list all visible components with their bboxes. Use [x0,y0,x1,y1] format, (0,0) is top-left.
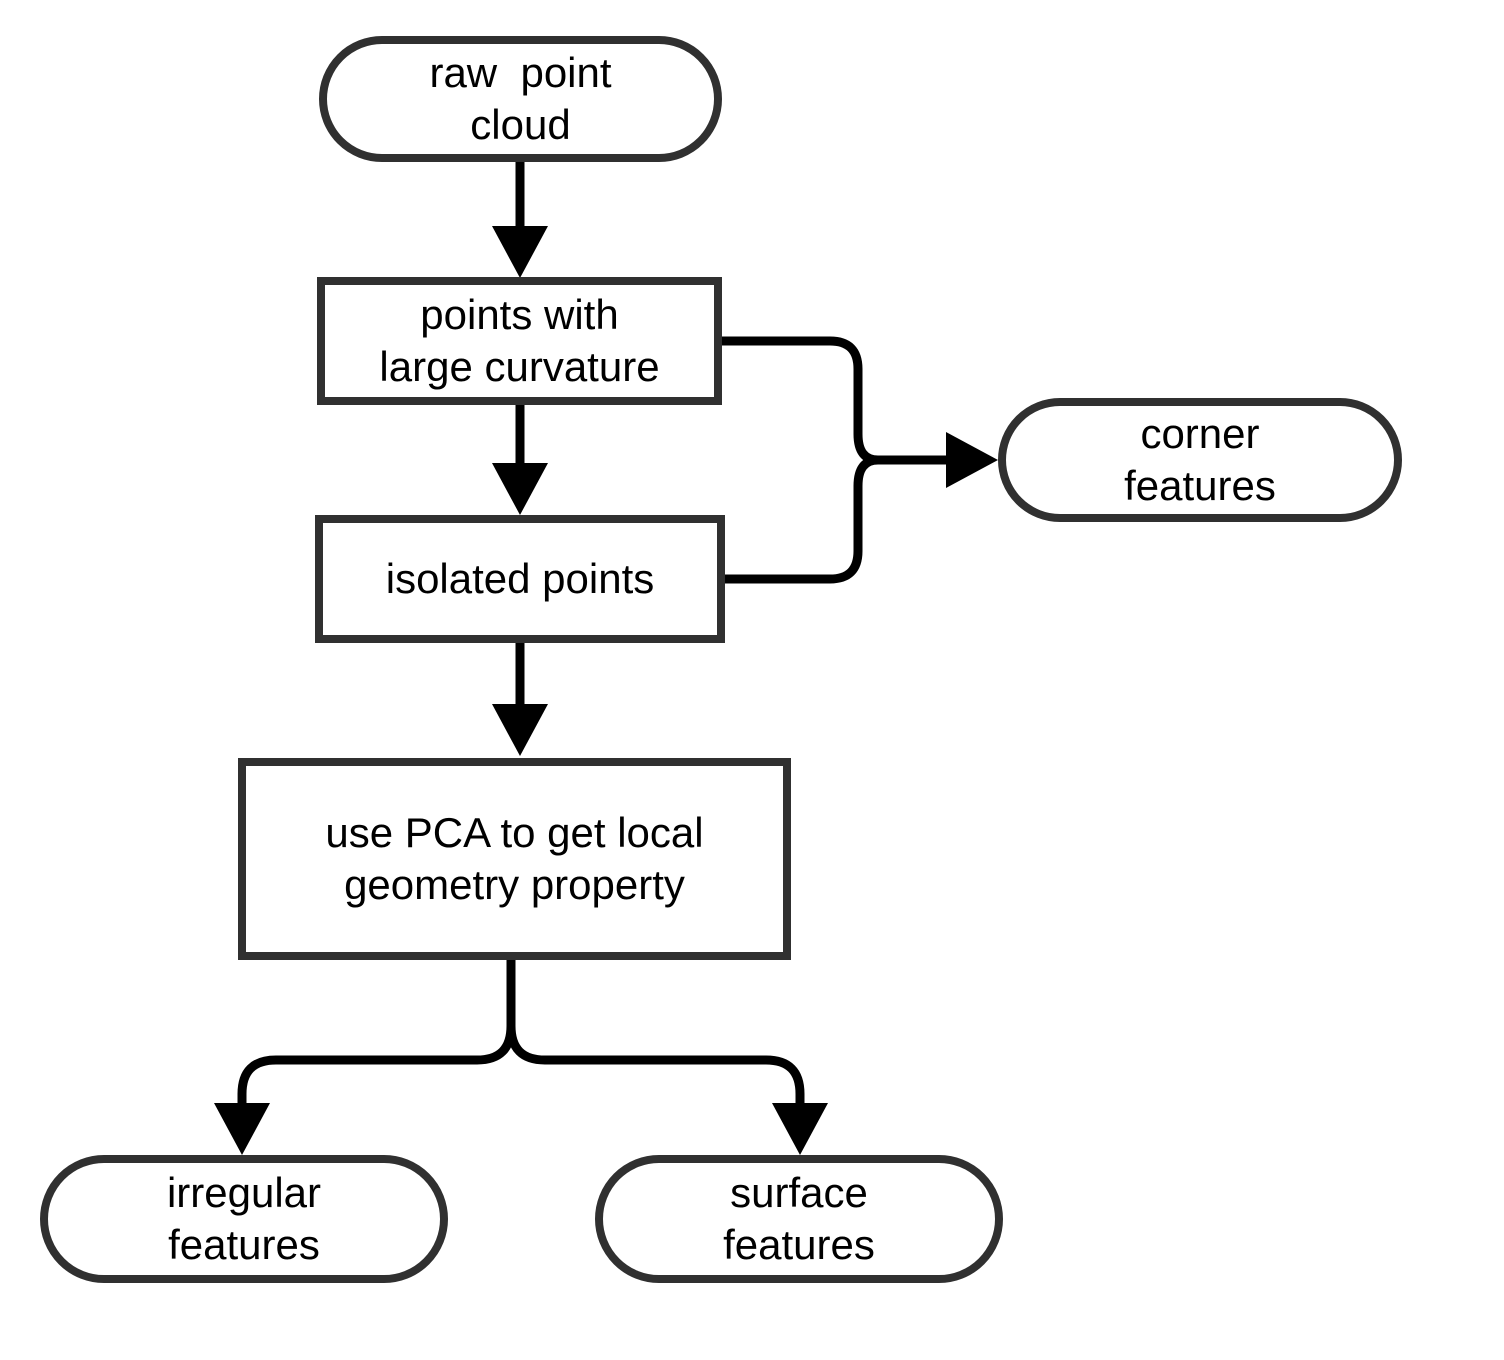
node-corner-features-label: corner features [1124,409,1276,509]
node-isolated-points: isolated points [315,515,725,643]
edge-pca-to-irregular-line [237,960,516,1104]
edge-curvature-to-corner [722,336,879,465]
node-surface-features-label: surface features [723,1168,875,1268]
node-use-pca: use PCA to get local geometry property [238,758,791,960]
edge-isolated-to-corner-line [725,455,879,584]
edge-pca-to-surface-arrowhead [772,1103,828,1155]
edge-pca-to-surface-line [506,960,805,1104]
edge-curvature-to-corner-line [722,336,879,465]
edge-curvature-to-isolated-arrowhead [492,463,548,515]
edge-raw-to-curvature [492,160,548,278]
edge-pca-to-irregular [214,960,516,1155]
node-use-pca-label: use PCA to get local geometry property [325,808,704,908]
node-corner-features: corner features [998,398,1402,522]
node-raw-point-cloud-label: raw point cloud [429,48,612,148]
node-raw-point-cloud: raw point cloud [319,36,722,162]
edge-curvature-to-isolated [492,405,548,515]
node-isolated-points-label: isolated points [385,554,655,602]
edge-merge-to-corner-arrow [878,432,998,488]
edge-pca-to-surface [506,960,828,1155]
edge-pca-to-irregular-arrowhead [214,1103,270,1155]
edge-isolated-to-pca [492,643,548,756]
node-points-with-large-curvature: points with large curvature [317,277,722,405]
node-surface-features: surface features [595,1155,1003,1283]
edge-isolated-to-pca-arrowhead [492,704,548,756]
node-irregular-features-label: irregular features [166,1168,322,1268]
node-irregular-features: irregular features [40,1155,448,1283]
edge-isolated-to-corner [725,455,879,584]
node-points-with-large-curvature-label: points with large curvature [379,290,660,390]
edge-raw-to-curvature-arrowhead [492,226,548,278]
edge-merge-to-corner-arrowhead [946,432,998,488]
